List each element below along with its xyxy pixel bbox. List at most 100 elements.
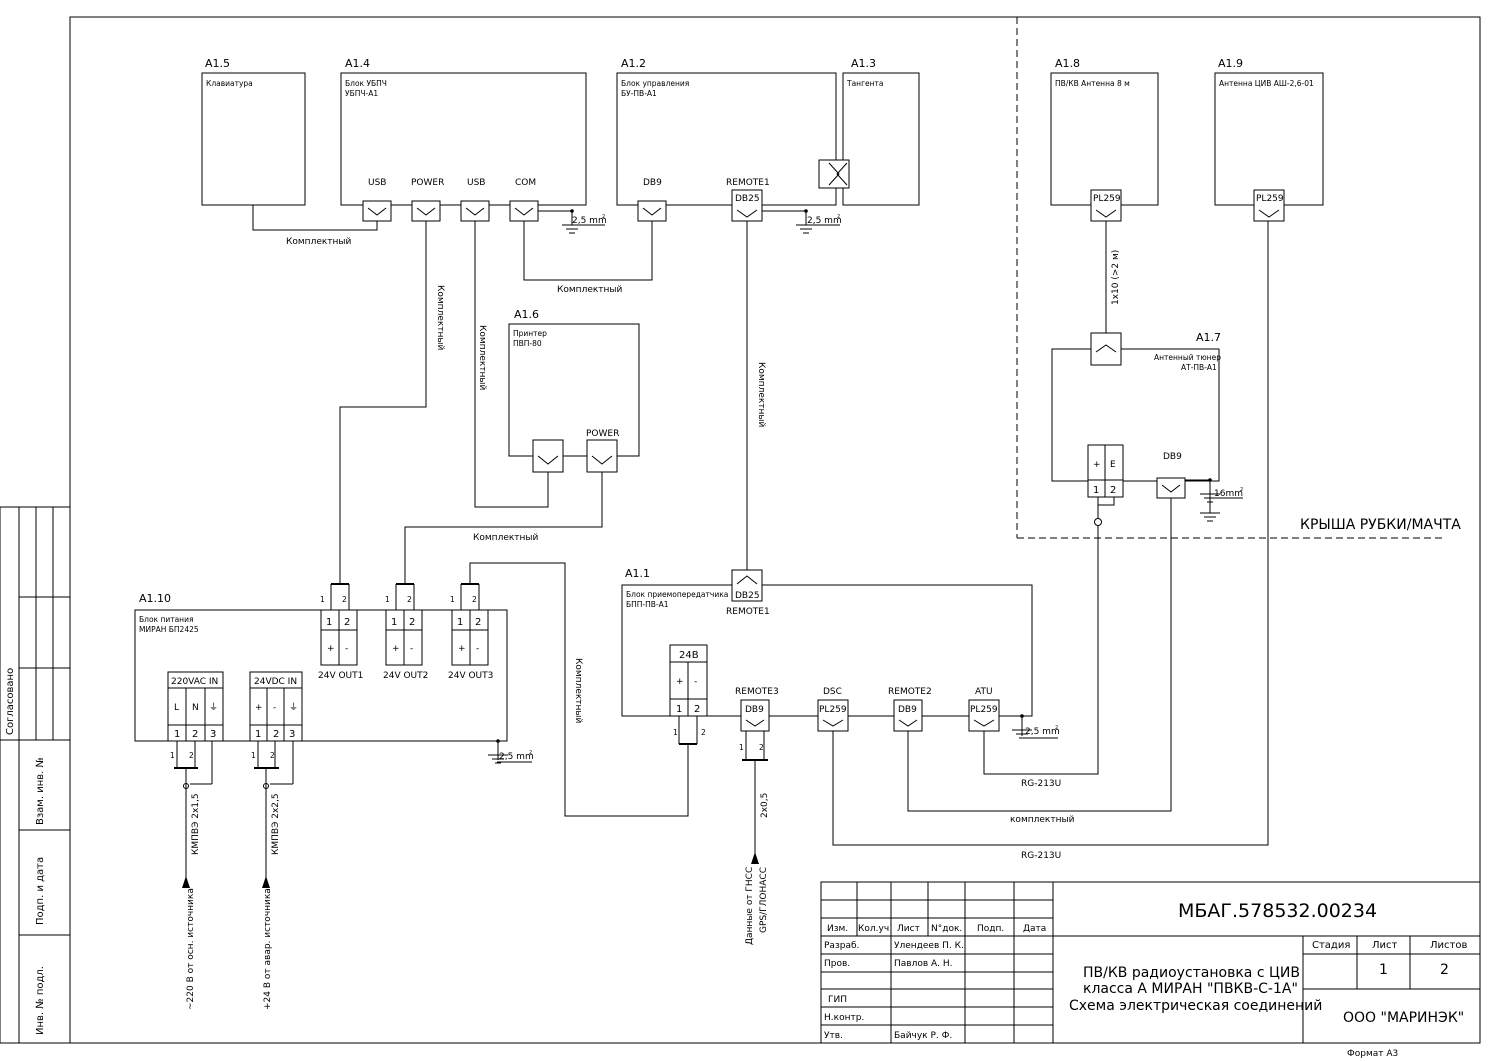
svg-text:Листов: Листов bbox=[1430, 940, 1467, 951]
block-a1-10-name: Блок питания bbox=[139, 615, 193, 624]
block-a1-7-model: АТ-ПВ-А1 bbox=[1181, 363, 1217, 372]
title-block: МБАГ.578532.00234 Изм. Кол.уч Лист N°док… bbox=[820, 881, 1481, 1044]
svg-text:PL259: PL259 bbox=[970, 705, 998, 715]
svg-text:3: 3 bbox=[210, 729, 216, 740]
svg-text:Стадия: Стадия bbox=[1312, 940, 1350, 951]
svg-text:2: 2 bbox=[475, 617, 481, 628]
svg-text:Разраб.: Разраб. bbox=[824, 941, 859, 951]
block-a1-1-id: A1.1 bbox=[625, 567, 650, 580]
block-a1-3: A1.3 Тангента bbox=[818, 57, 920, 206]
roof-zone-boundary: КРЫША РУБКИ/МАЧТА bbox=[1016, 17, 1461, 539]
svg-text:1: 1 bbox=[391, 617, 397, 628]
source-main: ~220 В от осн. источника bbox=[186, 888, 196, 1010]
block-a1-8-id: A1.8 bbox=[1055, 57, 1080, 70]
port-remote1-label: REMOTE1 bbox=[726, 178, 770, 188]
svg-text:2: 2 bbox=[409, 617, 415, 628]
svg-text:1: 1 bbox=[450, 595, 455, 604]
ground-a1-4-label: 2,5 mm bbox=[572, 216, 607, 226]
ground-a1-10: 2,5 mm 2 bbox=[487, 739, 534, 764]
ground-a1-2-label: 2,5 mm bbox=[807, 216, 842, 226]
block-a1-5-name: Клавиатура bbox=[206, 79, 253, 88]
svg-text:2: 2 bbox=[602, 214, 605, 220]
title-line-3: Схема электрическая соединений bbox=[1069, 998, 1322, 1014]
svg-text:+: + bbox=[392, 644, 400, 654]
svg-text:REMOTE2: REMOTE2 bbox=[888, 687, 932, 697]
block-a1-1-name: Блок приемопередатчика bbox=[626, 590, 728, 599]
svg-text:+: + bbox=[458, 644, 466, 654]
ground-a1-2: 2,5 mm 2 bbox=[762, 209, 842, 234]
svg-text:-: - bbox=[476, 644, 479, 654]
block-a1-6: A1.6 Принтер ПВП-80 POWER bbox=[508, 308, 640, 473]
block-a1-3-id: A1.3 bbox=[851, 57, 876, 70]
block-a1-1-model: БПП-ПВ-А1 bbox=[626, 600, 669, 609]
ground-a1-4: 2,5 mm 2 bbox=[538, 209, 607, 234]
svg-text:2: 2 bbox=[407, 595, 412, 604]
svg-text:1: 1 bbox=[320, 595, 325, 604]
stamp-replace-inv: Взам. инв. № bbox=[35, 757, 46, 825]
svg-text:2: 2 bbox=[529, 750, 532, 756]
svg-text:2: 2 bbox=[694, 704, 700, 715]
block-a1-7: A1.7 Антенный тюнер АТ-ПВ-А1 + E 1 2 DB9 bbox=[1051, 331, 1221, 499]
a1-7-db9-label: DB9 bbox=[1163, 452, 1182, 462]
svg-text:⏚: ⏚ bbox=[289, 702, 298, 713]
svg-text:1: 1 bbox=[676, 704, 682, 715]
out1-label: 24V OUT1 bbox=[318, 671, 363, 681]
wire-power-label: Комплектный bbox=[435, 285, 445, 351]
ground-a1-1: 2,5 mm 2 bbox=[999, 714, 1060, 739]
svg-text:N°док.: N°док. bbox=[931, 924, 962, 934]
ground-a1-7-label: 16mm bbox=[1214, 489, 1243, 499]
svg-text:1: 1 bbox=[673, 728, 678, 737]
svg-text:Подп.: Подп. bbox=[977, 924, 1004, 934]
block-a1-7-id: A1.7 bbox=[1196, 331, 1221, 344]
svg-text:L: L bbox=[174, 703, 179, 713]
port-power-label: POWER bbox=[411, 178, 444, 188]
side-stamp: Согласовано Взам. инв. № Подп. и дата Ин… bbox=[0, 506, 71, 1044]
block-a1-10-model: МИРАН БП2425 bbox=[139, 625, 199, 634]
svg-text:2: 2 bbox=[837, 214, 840, 220]
block-a1-2-name: Блок управления bbox=[621, 79, 689, 88]
svg-text:DB9: DB9 bbox=[898, 705, 917, 715]
a1-1-db25: DB25 bbox=[735, 591, 760, 601]
wire-keyboard-label: Комплектный bbox=[286, 237, 352, 247]
svg-text:⏚: ⏚ bbox=[209, 702, 218, 713]
gps-cable-label: 2x0,5 bbox=[760, 793, 770, 818]
svg-text:2: 2 bbox=[270, 751, 275, 760]
a1-10-out2: 1 2 + - 24V OUT2 1 2 bbox=[383, 583, 428, 681]
wire-printer-power-label: Комплектный bbox=[473, 533, 539, 543]
svg-text:+: + bbox=[327, 644, 335, 654]
svg-text:2: 2 bbox=[472, 595, 477, 604]
port-usb-1-label: USB bbox=[368, 178, 386, 188]
svg-text:Н.контр.: Н.контр. bbox=[824, 1013, 864, 1023]
ac-in-label: 220VAC IN bbox=[171, 677, 218, 687]
svg-text:Улендеев П. К.: Улендеев П. К. bbox=[894, 941, 964, 951]
block-a1-4-name: Блок УБПЧ bbox=[345, 79, 387, 88]
wire-out3-label: Комплектный bbox=[573, 658, 583, 724]
svg-text:ГИП: ГИП bbox=[828, 995, 847, 1005]
stamp-sign-date: Подп. и дата bbox=[35, 857, 46, 925]
svg-text:PL259: PL259 bbox=[819, 705, 847, 715]
block-a1-10-id: A1.10 bbox=[139, 592, 171, 605]
a1-6-power-label: POWER bbox=[586, 429, 619, 439]
a1-9-pl259: PL259 bbox=[1256, 194, 1284, 204]
a1-10-out3: 1 2 + - 24V OUT3 1 2 bbox=[448, 583, 493, 681]
block-a1-9: A1.9 Антенна ЦИВ АШ-2,6-01 PL259 bbox=[1214, 57, 1324, 222]
block-a1-9-id: A1.9 bbox=[1218, 57, 1243, 70]
dc-in-label: 24VDC IN bbox=[254, 677, 297, 687]
svg-text:Кол.уч: Кол.уч bbox=[858, 924, 889, 934]
connector-db25-label: DB25 bbox=[735, 194, 760, 204]
port-usb-2-label: USB bbox=[467, 178, 485, 188]
svg-text:2: 2 bbox=[342, 595, 347, 604]
wire-com-label: Комплектный bbox=[557, 285, 623, 295]
svg-text:Дата: Дата bbox=[1023, 924, 1046, 934]
svg-text:1: 1 bbox=[174, 729, 180, 740]
svg-text:2: 2 bbox=[344, 617, 350, 628]
svg-text:Байчук Р. Ф.: Байчук Р. Ф. bbox=[894, 1031, 952, 1041]
svg-text:1: 1 bbox=[1093, 485, 1099, 496]
svg-text:2: 2 bbox=[1055, 725, 1058, 731]
svg-text:N: N bbox=[192, 703, 199, 713]
svg-text:Павлов А. Н.: Павлов А. Н. bbox=[894, 959, 953, 969]
svg-text:1: 1 bbox=[739, 743, 744, 752]
connector-db9 bbox=[637, 200, 667, 222]
svg-text:Утв.: Утв. bbox=[824, 1031, 843, 1041]
